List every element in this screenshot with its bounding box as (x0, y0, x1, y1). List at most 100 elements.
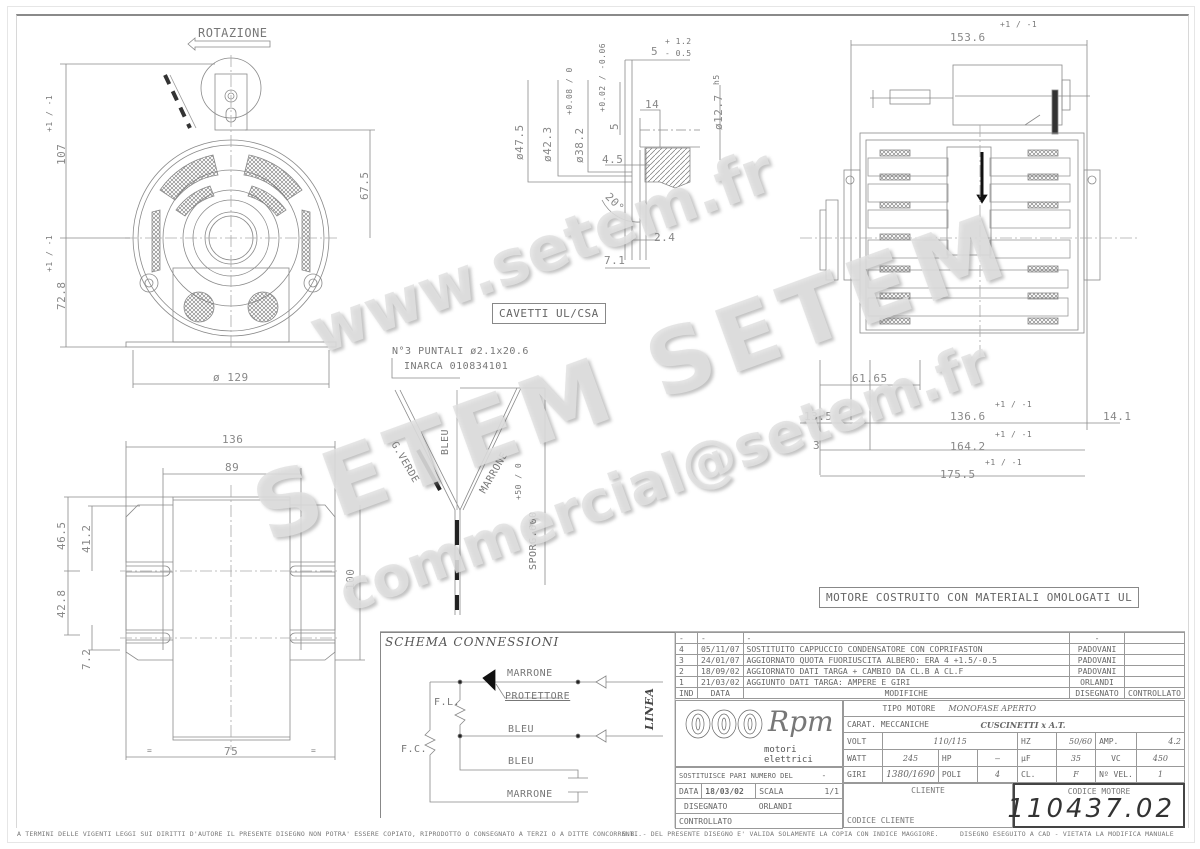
rev-desc: - (742, 632, 1071, 644)
dim-height-top: 107 (55, 143, 68, 165)
drawn-value: ORLANDI (755, 798, 843, 814)
wire-blue-label: BLEU (440, 428, 451, 455)
footer-validity: N.B. - DEL PRESENTE DISEGNO E' VALIDA SO… (622, 830, 939, 838)
company-logo-cell: Rpm motori elettrici (675, 700, 843, 767)
schema-wiring (424, 669, 663, 803)
dim-100: 100 (344, 568, 357, 590)
dim-12-7: ø12.7 (712, 94, 725, 130)
rev-drawn: PADOVANI (1069, 665, 1126, 677)
rev-ind: 4 (675, 643, 698, 655)
rev-date: 24/01/07 (697, 654, 744, 666)
dim-3: 3 (813, 439, 821, 452)
amp-label: AMP. (1095, 732, 1137, 750)
dim-47-5: ø47.5 (513, 124, 526, 160)
revision-header-row: IND DATA MODIFICHE DISEGNATO CONTROLLATO (675, 687, 1185, 699)
rev-checked (1124, 676, 1185, 688)
poles-label: POLI (937, 766, 979, 783)
rev-desc: AGGIORNATO QUOTA FUORIUSCITA ALBERO: ERA… (742, 654, 1071, 666)
schema-bleu-2: BLEU (508, 756, 535, 767)
equal-mark-right: = (311, 746, 317, 755)
speeds-label: Nº VEL. (1095, 766, 1137, 783)
schema-fl: F.L. (434, 697, 461, 708)
volt-label: VOLT (842, 732, 884, 750)
date-label: DATA (674, 783, 703, 799)
dim-7-1: 7.1 (604, 254, 626, 267)
date-value: 18/03/02 (701, 783, 757, 799)
rpm-label: GIRI (842, 766, 884, 783)
drawn-label: DISEGNATO (674, 798, 756, 814)
dim-61-65: 61.65 (852, 372, 888, 385)
rev-date: 21/03/02 (697, 676, 744, 688)
rev-desc: AGGIORNATO DATI TARGA + CAMBIO DA CL.B A… (742, 665, 1071, 677)
cable-length-tol: +50 / 0 (514, 462, 523, 500)
cables-box-label: CAVETTI UL/CSA (492, 303, 606, 324)
dim-75: 75 (224, 745, 239, 758)
drawing-info-table: SOSTITUISCE PARI NUMERO DEL - DATA 18/03… (674, 767, 843, 829)
dim-5b: 5 (608, 122, 621, 130)
bottom-view (64, 441, 365, 760)
rev-date: - (697, 632, 744, 644)
speeds-value: 1 (1135, 766, 1186, 783)
rev-checked (1124, 654, 1185, 666)
uf-label: µF (1017, 749, 1057, 767)
revision-row: 2 18/09/02 AGGIORNATO DATI TARGA + CAMBI… (675, 665, 1185, 677)
rev-desc: SOSTITUITO CAPPUCCIO CONDENSATORE CON CO… (742, 643, 1071, 655)
rev-ind: 1 (675, 676, 698, 688)
motor-type-label: TIPO MOTORE (843, 700, 939, 717)
amp-value: 4.2 (1135, 732, 1186, 750)
footer-copyright: A TERMINI DELLE VIGENTI LEGGI SUI DIRITT… (17, 830, 643, 838)
motor-specs-table: TIPO MOTORE MONOFASE APERTO CARAT. MECCA… (842, 700, 1186, 783)
dim-diameter: ø 129 (213, 371, 249, 384)
replaces-value: - (805, 767, 843, 784)
schema-marrone-top: MARRONE (507, 668, 553, 679)
vc-value: 450 (1135, 749, 1186, 767)
rev-checked (1124, 643, 1185, 655)
revision-table: - - - - 4 05/11/07 SOSTITUITO CAPPUCCIO … (675, 632, 1185, 699)
dim-175-5-tol: +1 / -1 (985, 458, 1023, 467)
uf-value: 35 (1055, 749, 1097, 767)
header-drawn: DISEGNATO (1069, 687, 1126, 699)
rev-checked (1124, 632, 1185, 644)
dim-13-5: 13.5 (804, 410, 833, 423)
dim-42-3: ø42.3 (541, 126, 554, 162)
inarca-note: INARCA 010834101 (404, 361, 509, 372)
revision-row: - - - - (675, 632, 1185, 644)
dim-4-5: 4.5 (602, 153, 624, 166)
shaft-detail-view (527, 59, 721, 269)
rotation-label: ROTAZIONE (198, 26, 268, 40)
rev-drawn: PADOVANI (1069, 643, 1126, 655)
header-ind: IND (675, 687, 698, 699)
watt-value: 245 (882, 749, 939, 767)
motor-type-value: MONOFASE APERTO (938, 700, 1186, 717)
dim-height-bottom: 72.8 (55, 281, 68, 311)
dim-153-6: 153.6 (950, 31, 986, 44)
replaces-label: SOSTITUISCE PARI NUMERO DEL (674, 767, 806, 784)
logo-subtitle: motori elettrici (764, 745, 813, 765)
schema-linea: LINEA (643, 687, 656, 730)
mechanical-value: CUSCINETTI x A.T. (977, 716, 1185, 733)
schema-marrone-bottom: MARRONE (507, 789, 553, 800)
terminals-note: N°3 PUNTALI ø2.1x20.6 (392, 346, 529, 357)
vc-label: VC (1095, 749, 1137, 767)
dim-5b-tol: +0.02 / -0.06 (598, 42, 607, 112)
scale-value: 1/1 (805, 783, 843, 799)
hp-label: HP (937, 749, 979, 767)
dim-153-6-tol: +1 / -1 (1000, 20, 1038, 29)
dim-5: 5 (651, 45, 659, 58)
customer-cell: CLIENTE CODICE CLIENTE (843, 783, 1013, 828)
header-changes: MODIFICHE (742, 687, 1071, 699)
hz-label: HZ (1017, 732, 1057, 750)
rev-date: 18/09/02 (697, 665, 744, 677)
checked-label: CONTROLLATO (675, 813, 843, 829)
revision-row: 3 24/01/07 AGGIORNATO QUOTA FUORIUSCITA … (675, 654, 1185, 666)
side-view (800, 40, 1140, 477)
dim-136-6: 136.6 (950, 410, 986, 423)
cable-length: SPORG.600 (528, 511, 539, 570)
dim-height-top-tol: +1 / -1 (45, 94, 54, 132)
connection-schema: SCHEMA CONNESSIONI (380, 632, 675, 818)
dim-5-tol-plus: + 1.2 (665, 37, 692, 46)
dim-14-1: 14.1 (1103, 410, 1132, 423)
front-view (60, 37, 375, 388)
footer-cad-note: DISEGNO ESEGUITO A CAD - VIETATA LA MODI… (960, 830, 1174, 838)
